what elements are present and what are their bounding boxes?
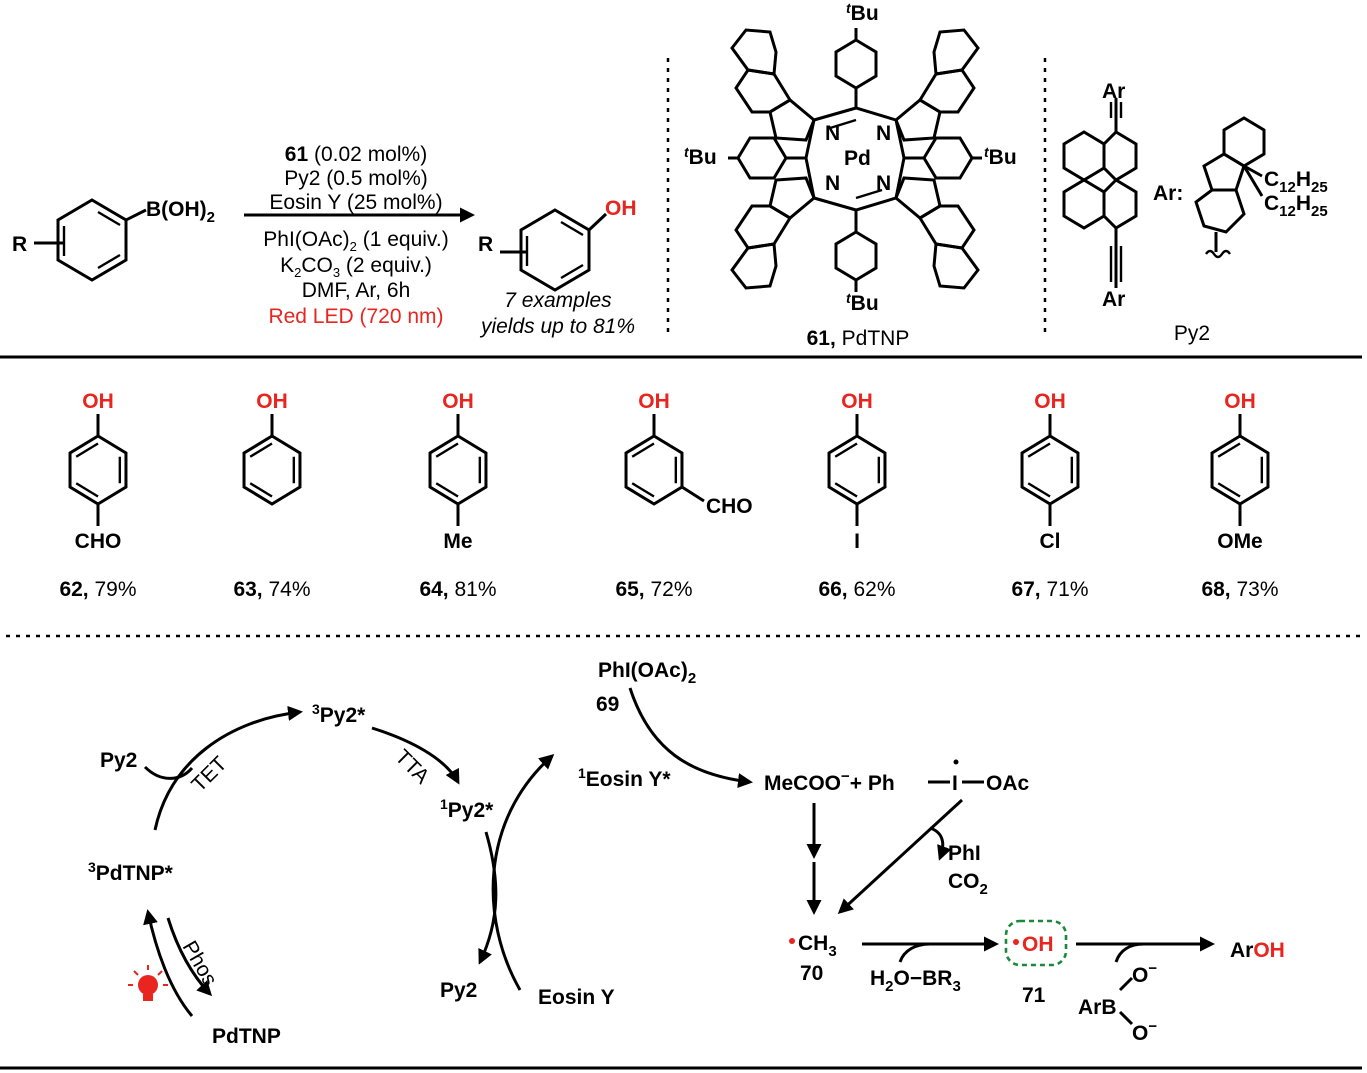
benzene-ring [1020, 434, 1080, 506]
svg-text:1Py2*: 1Py2* [440, 796, 494, 822]
substituent-label: OMe [1217, 530, 1263, 553]
example-compound: OH Cl 67, 71% [1011, 390, 1088, 601]
hydroxyl-label: OH [442, 390, 474, 413]
svg-text:O−: O− [1132, 960, 1157, 987]
svg-text:Ar: Ar [1102, 80, 1125, 103]
svg-text:N: N [825, 122, 840, 145]
reaction-conditions: 61 (0.02 mol%) Py2 (0.5 mol%) Eosin Y (2… [263, 143, 448, 328]
py2-structure: Ar Ar Ar: C12H25 C12H25 Py2 [1062, 80, 1328, 345]
svg-text:CO2: CO2 [948, 870, 988, 898]
svg-text:PhI: PhI [948, 842, 981, 865]
benzene-ring [827, 434, 887, 506]
svg-text:DMF, Ar, 6h: DMF, Ar, 6h [302, 279, 411, 302]
compound-label: 63, 74% [233, 578, 310, 601]
hydroxyl-label: OH [638, 390, 670, 413]
compound-label: 62, 79% [59, 578, 136, 601]
substituent-label: I [854, 530, 860, 553]
svg-text:Red LED (720 nm): Red LED (720 nm) [268, 305, 443, 328]
svg-text:3PdTNP*: 3PdTNP* [88, 859, 174, 885]
substituent-label: Cl [1040, 530, 1061, 553]
svg-text:N: N [825, 172, 840, 195]
benzene-ring [624, 434, 684, 506]
svg-text:69: 69 [596, 693, 619, 716]
substrate-r-label: R [12, 233, 27, 256]
light-bulb-icon [128, 965, 168, 1001]
svg-text:1Eosin Y*: 1Eosin Y* [578, 765, 671, 791]
svg-text:Py2: Py2 [100, 749, 137, 772]
svg-text:tBu: tBu [846, 290, 879, 315]
compound-label: 64, 81% [419, 578, 496, 601]
mechanism: TET Py2 3Py2* TTA 1Py2* 1Eosin Y* Py2 Eo… [88, 659, 1285, 1048]
example-compound: OH OMe 68, 73% [1201, 390, 1278, 601]
svg-text:61 (0.02 mol%): 61 (0.02 mol%) [285, 143, 427, 166]
svg-text:K2CO3 (2 equiv.): K2CO3 (2 equiv.) [280, 254, 432, 280]
hydroxyl-label: OH [1224, 390, 1256, 413]
svg-text:ArB: ArB [1078, 996, 1117, 1019]
svg-text:Phos: Phos [178, 937, 222, 990]
examples-note: 7 examples [504, 289, 612, 312]
substrate-ring [34, 198, 147, 282]
svg-text:Eosin Y (25 mol%): Eosin Y (25 mol%) [269, 191, 442, 214]
substituent-label: Me [443, 530, 472, 553]
example-compound: OH CHO 62, 79% [59, 390, 136, 601]
svg-text:70: 70 [800, 962, 823, 985]
svg-text:H2O−BR3: H2O−BR3 [870, 967, 961, 995]
benzene-ring [68, 434, 128, 506]
svg-text:PhI(OAc)2 (1 equiv.): PhI(OAc)2 (1 equiv.) [263, 228, 448, 254]
svg-text:OH: OH [1022, 933, 1054, 956]
hydroxyl-label: OH [1034, 390, 1066, 413]
svg-text:Py2: Py2 [440, 979, 477, 1002]
substituent-label: CHO [706, 495, 753, 518]
svg-text:OAc: OAc [986, 772, 1030, 795]
svg-text:O−: O− [1132, 1018, 1157, 1045]
svg-text:tBu: tBu [984, 144, 1017, 169]
yields-note: yields up to 81% [479, 315, 635, 338]
svg-text:Ar:: Ar: [1153, 182, 1183, 205]
svg-text:Py2 (0.5 mol%): Py2 (0.5 mol%) [284, 167, 428, 190]
svg-text:tBu: tBu [684, 144, 717, 169]
svg-text:tBu: tBu [846, 0, 879, 25]
svg-text:MeCOO−+ Ph: MeCOO−+ Ph [764, 768, 895, 795]
product-r-label: R [478, 233, 493, 256]
benzene-ring [1210, 434, 1270, 506]
benzene-ring [242, 434, 302, 506]
boronic-acid-label: B(OH)2 [146, 198, 215, 226]
substituent-label: CHO [75, 530, 122, 553]
example-compound: OH CHO 65, 72% [615, 390, 752, 601]
example-compound: OH I 66, 62% [818, 390, 895, 601]
benzene-ring [428, 434, 488, 506]
example-compound: OH Me 64, 81% [419, 390, 496, 601]
pdtnp-structure: tBu tBu tBu tBu N N N N Pd 61, PdTNP [684, 0, 1017, 350]
hydroxyl-label: OH [82, 390, 114, 413]
svg-text:PhI(OAc)2: PhI(OAc)2 [598, 659, 696, 687]
product-oh-label: OH [605, 197, 637, 220]
svg-text:N: N [876, 172, 891, 195]
svg-text:Ar: Ar [1102, 288, 1125, 311]
svg-text:N: N [876, 122, 891, 145]
svg-text:C12H25: C12H25 [1264, 192, 1328, 220]
svg-text:PdTNP: PdTNP [212, 1025, 281, 1048]
compound-label: 66, 62% [818, 578, 895, 601]
svg-text:3Py2*: 3Py2* [312, 701, 366, 727]
svg-text:Eosin Y: Eosin Y [538, 986, 615, 1009]
svg-text:ArOH: ArOH [1230, 939, 1285, 962]
substrate-scope: OH CHO 62, 79% OH 63, 74% OH Me 64, 81% OH CHO 65,… [59, 390, 1278, 601]
pdtnp-label: 61, PdTNP [807, 327, 910, 350]
svg-text:71: 71 [1022, 984, 1046, 1007]
product-ring [500, 208, 608, 292]
compound-label: 67, 71% [1011, 578, 1088, 601]
reaction-equation: R B(OH)2 61 (0.02 mol%) Py2 (0.5 mol%) E… [12, 143, 637, 338]
compound-label: 65, 72% [615, 578, 692, 601]
svg-text:CH3: CH3 [798, 932, 837, 960]
py2-label: Py2 [1174, 322, 1210, 345]
example-compound: OH 63, 74% [233, 390, 310, 601]
svg-text:C12H25: C12H25 [1264, 168, 1328, 196]
hydroxyl-label: OH [256, 390, 288, 413]
compound-label: 68, 73% [1201, 578, 1278, 601]
svg-text:I: I [952, 772, 958, 795]
hydroxyl-label: OH [841, 390, 873, 413]
svg-text:Pd: Pd [844, 147, 871, 170]
